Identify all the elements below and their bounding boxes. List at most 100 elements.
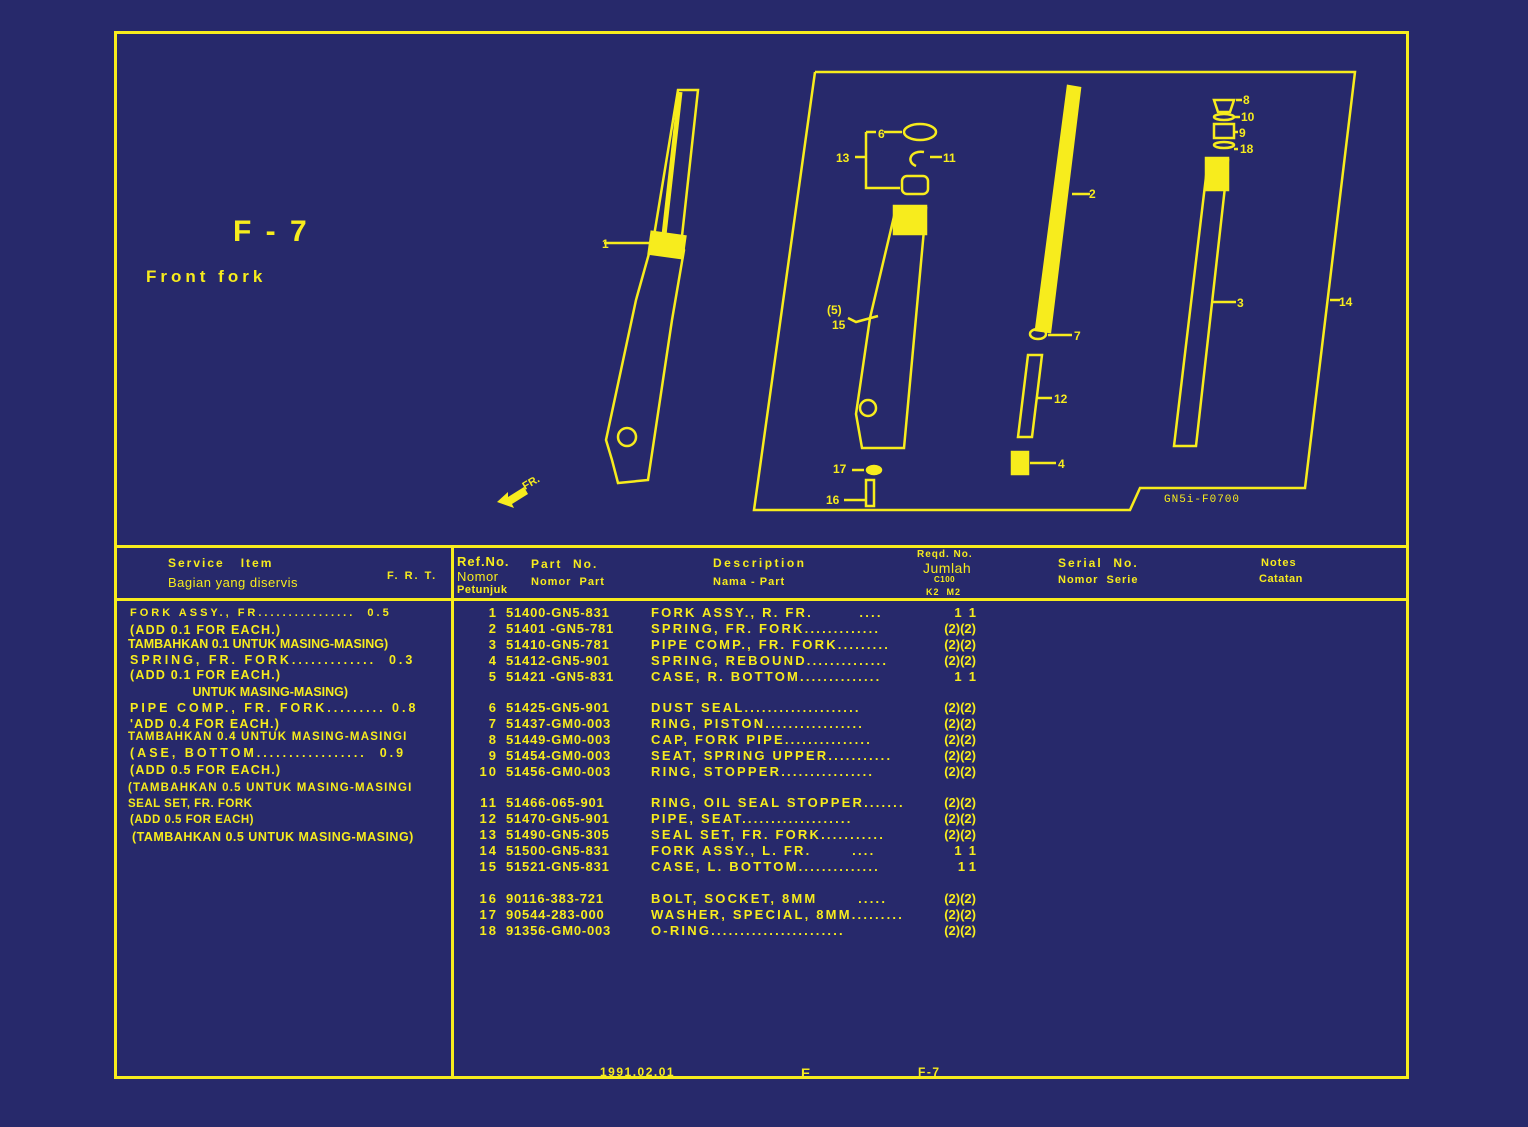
washer-icon <box>865 464 883 476</box>
parts-row: 2 51401 -GN5-781 SPRING, FR. FORK.......… <box>470 621 976 637</box>
quantity: (2)(2) <box>944 748 976 763</box>
header-serial-no-id: Nomor Serie <box>1058 574 1139 586</box>
quantity: (2)(2) <box>944 891 976 906</box>
header-part-no: Part No. <box>531 557 599 571</box>
parts-row: 13 51490-GN5-305 SEAL SET, FR. FORK.....… <box>470 827 976 843</box>
description: SEAL SET, FR. FORK........... <box>651 827 886 842</box>
ref-no: 10 <box>479 764 498 779</box>
ref-no: 11 <box>480 795 498 810</box>
callout-16: 16 <box>826 493 840 507</box>
ref-no: 9 <box>488 748 498 763</box>
callout-6: 6 <box>878 127 885 141</box>
description: PIPE, SEAT................... <box>651 811 853 826</box>
parts-row: 4 51412-GN5-901 SPRING, REBOUND.........… <box>470 653 976 669</box>
description: SEAT, SPRING UPPER........... <box>651 748 893 763</box>
description: RING, STOPPER................ <box>651 764 875 779</box>
part-no: 51401 -GN5-781 <box>506 621 615 636</box>
ref-no: 3 <box>488 637 498 652</box>
part-no: 51521-GN5-831 <box>506 859 610 874</box>
callout-10: 10 <box>1241 110 1255 124</box>
part-no: 51454-GM0-003 <box>506 748 612 763</box>
parts-row: 12 51470-GN5-901 PIPE, SEAT.............… <box>470 811 976 827</box>
quantity: 1 1 <box>954 669 976 684</box>
service-item-line: SEAL SET, FR. FORK <box>128 798 253 810</box>
callout-5: (5) <box>827 303 842 317</box>
part-no: 51470-GN5-901 <box>506 811 610 826</box>
footer-page-ref: F-7 <box>918 1065 941 1079</box>
service-item-line: (ADD 0.1 FOR EACH.) <box>130 668 282 682</box>
callout-18: 18 <box>1240 142 1254 156</box>
part-no: 51400-GN5-831 <box>506 605 610 620</box>
ref-no: 1 <box>488 605 498 620</box>
callout-3: 3 <box>1237 296 1244 310</box>
parts-row: 3 51410-GN5-781 PIPE COMP., FR. FORK....… <box>470 637 976 653</box>
part-no: 51412-GN5-901 <box>506 653 610 668</box>
callout-7: 7 <box>1074 329 1081 343</box>
quantity: (2)(2) <box>944 637 976 652</box>
bottom-case-icon <box>854 206 928 450</box>
quantity: (2)(2) <box>944 923 976 938</box>
service-item-line: (TAMBAHKAN 0.5 UNTUK MASING-MASINGI <box>128 782 413 794</box>
parts-row: 18 91356-GM0-003 O-RING.................… <box>470 923 976 939</box>
rebound-spring-icon <box>1010 450 1030 476</box>
service-item-line: (ADD 0.5 FOR EACH.) <box>130 763 282 777</box>
callout-13: 13 <box>836 151 850 165</box>
description: PIPE COMP., FR. FORK......... <box>651 637 891 652</box>
parts-row: 10 51456-GM0-003 RING, STOPPER..........… <box>470 764 976 780</box>
ref-no: 5 <box>488 669 498 684</box>
part-no: 51500-GN5-831 <box>506 843 610 858</box>
part-no: 51410-GN5-781 <box>506 637 610 652</box>
description: O-RING....................... <box>651 923 845 938</box>
part-no: 90544-283-000 <box>506 907 605 922</box>
ref-no: 18 <box>479 923 498 938</box>
description: RING, OIL SEAL STOPPER....... <box>651 795 905 810</box>
ref-no: 17 <box>479 907 498 922</box>
footer-edition: E <box>801 1065 812 1081</box>
callout-2: 2 <box>1089 187 1096 201</box>
description: CASE, R. BOTTOM.............. <box>651 669 882 684</box>
quantity: (2)(2) <box>944 827 976 842</box>
callout-8: 8 <box>1243 93 1250 107</box>
parts-row: 1 51400-GN5-831 FORK ASSY., R. FR. .... … <box>470 605 976 621</box>
service-item-line: (ADD 0.5 FOR EACH) <box>130 814 255 826</box>
quantity: (2)(2) <box>944 700 976 715</box>
quantity: (2)(2) <box>944 764 976 779</box>
service-item-line: FORK ASSY., FR................ 0.5 <box>130 607 392 619</box>
quantity: (2)(2) <box>944 716 976 731</box>
header-reqd-no: Reqd. No. <box>917 549 973 560</box>
header-notes-id: Catatan <box>1259 573 1303 585</box>
header-model: C100 <box>934 575 956 584</box>
part-no: 51421 -GN5-831 <box>506 669 615 684</box>
assembly-outline <box>752 70 1357 512</box>
quantity: 1 1 <box>957 859 976 874</box>
service-item-line: TAMBAHKAN 0.1 UNTUK MASING-MASING) <box>128 637 389 651</box>
header-ref-no-id-1: Nomor <box>457 569 499 584</box>
description: BOLT, SOCKET, 8MM ..... <box>651 891 888 906</box>
service-item-line: SPRING, FR. FORK............. 0.3 <box>130 653 416 667</box>
header-reqd-no-id: Jumlah <box>923 560 972 576</box>
description: CAP, FORK PIPE............... <box>651 732 873 747</box>
header-variants: K2 M2 <box>926 587 962 597</box>
front-direction-arrow-icon <box>497 487 528 508</box>
header-ref-no: Ref.No. <box>457 554 510 569</box>
callout-14: 14 <box>1339 295 1353 309</box>
service-item-line: UNTUK MASING-MASING) <box>130 685 349 699</box>
parts-row: 8 51449-GM0-003 CAP, FORK PIPE..........… <box>470 732 976 748</box>
quantity: (2)(2) <box>944 811 976 826</box>
description: SPRING, REBOUND.............. <box>651 653 889 668</box>
dust-seal-icon <box>902 122 938 142</box>
diagram-divider <box>114 545 1409 548</box>
parts-row: 5 51421 -GN5-831 CASE, R. BOTTOM........… <box>470 669 976 685</box>
header-divider <box>114 598 1409 601</box>
exploded-diagram: FR. 1 2 3 4 6 7 8 9 10 11 12 13 14 (5) 1… <box>497 70 1357 512</box>
parts-row: 9 51454-GM0-003 SEAT, SPRING UPPER......… <box>470 748 976 764</box>
fork-assembly-icon <box>604 88 700 485</box>
header-description-id: Nama - Part <box>713 576 786 588</box>
header-frt: F. R. T. <box>387 570 438 582</box>
page-title: Front fork <box>146 267 267 286</box>
description: SPRING, FR. FORK............. <box>651 621 881 636</box>
service-item-line: 'ADD 0.4 FOR EACH.) <box>130 717 281 731</box>
callout-12: 12 <box>1054 392 1068 406</box>
header-service-item-id: Bagian yang diservis <box>168 575 298 590</box>
part-no: 51466-065-901 <box>506 795 605 810</box>
